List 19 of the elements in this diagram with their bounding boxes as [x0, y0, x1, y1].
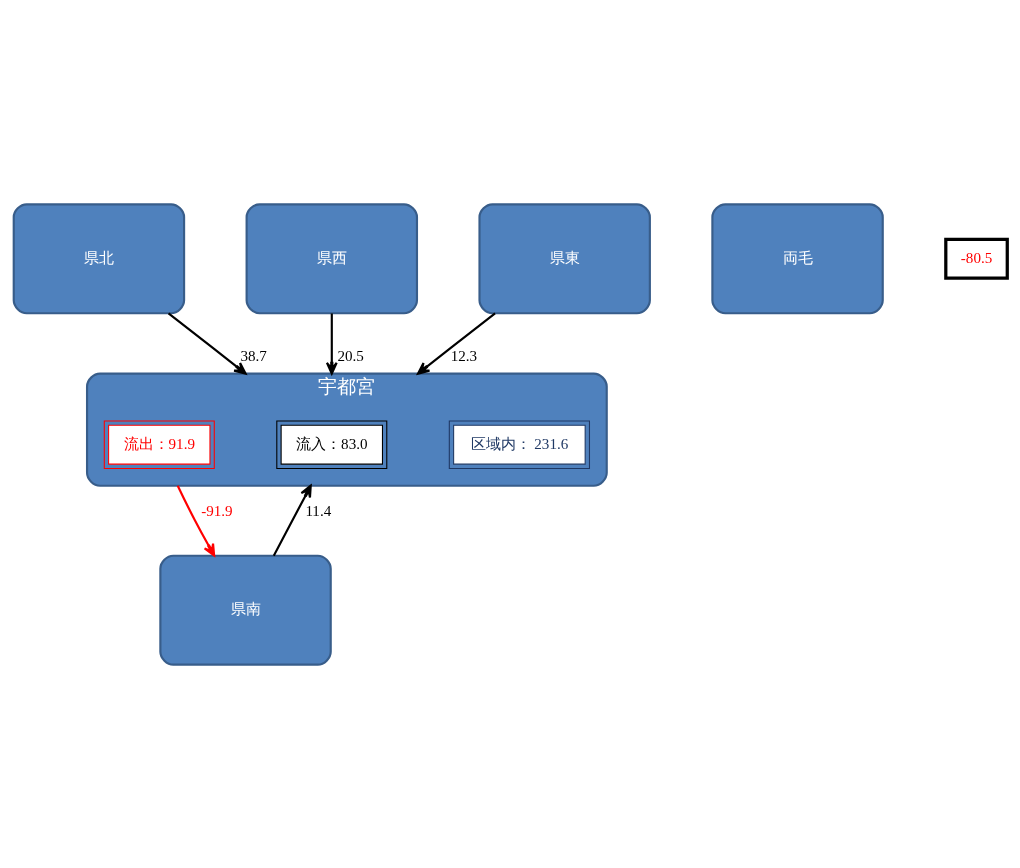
node-box: 両毛: [710, 202, 884, 314]
node-box: 県西: [245, 202, 418, 314]
arrow: [167, 311, 247, 375]
arrow: [416, 311, 496, 375]
arrow: [325, 313, 338, 375]
arrow: [176, 484, 215, 556]
edge-label: 12.3: [450, 347, 477, 364]
edge-label: 11.4: [304, 502, 331, 519]
node-box: 県東: [477, 202, 651, 314]
node-box: 県北: [12, 202, 185, 314]
node-box: 区域内： 231.6: [448, 419, 590, 469]
edge-label: -91.9: [200, 502, 233, 519]
edge-label: 20.5: [336, 347, 364, 364]
edge-label: 38.7: [239, 347, 267, 364]
node-box: 流出：91.9: [103, 419, 215, 469]
node-box: -80.5: [943, 237, 1009, 280]
arrow: [272, 484, 312, 556]
node-box: 流入：83.0: [275, 419, 387, 469]
node-box: 県南: [158, 554, 332, 666]
